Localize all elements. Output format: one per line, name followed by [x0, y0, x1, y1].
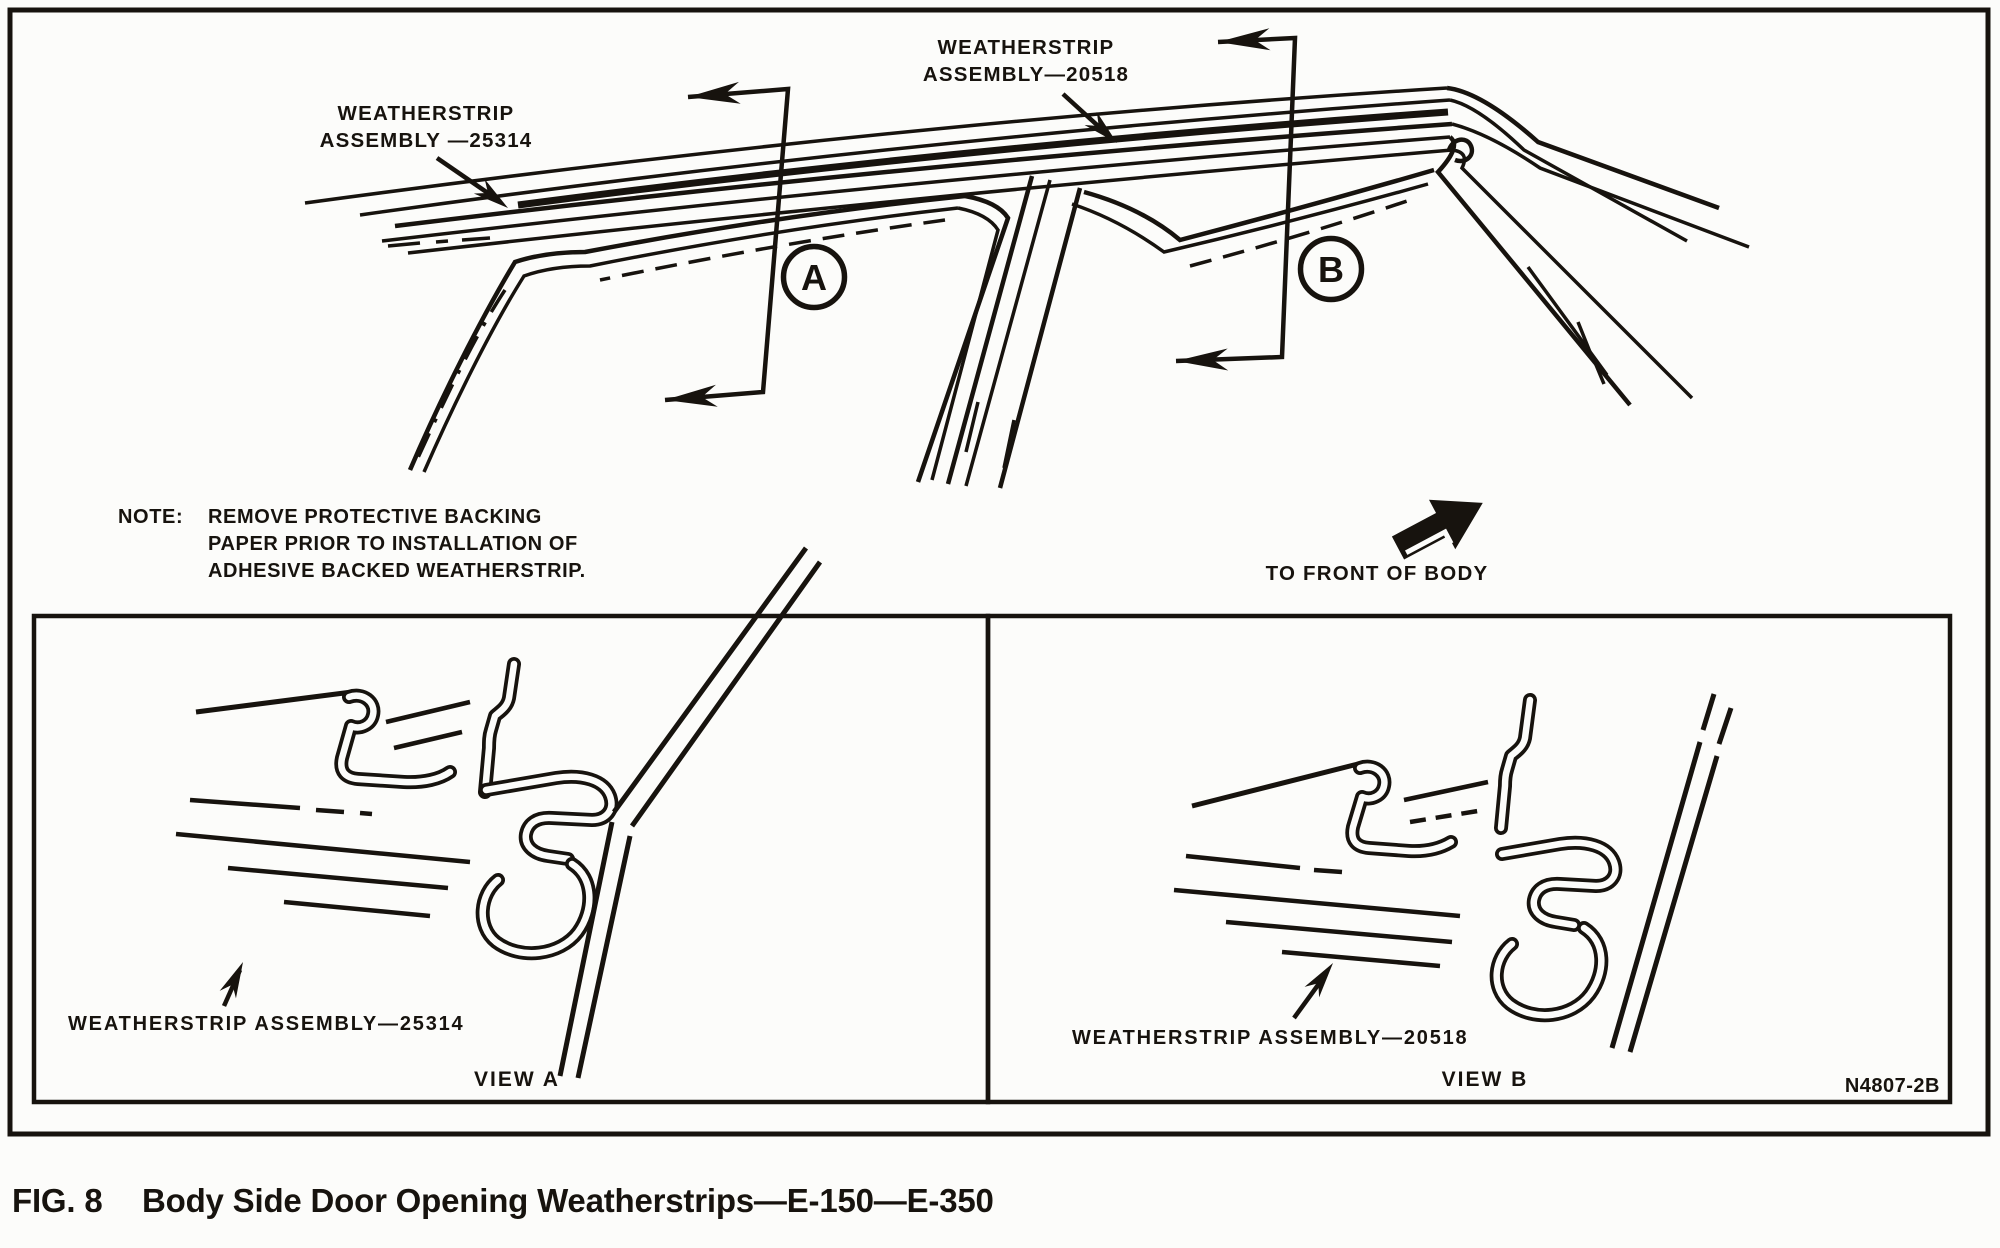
view-a-caption: VIEW A: [474, 1068, 560, 1091]
view-b-panel: [985, 613, 1953, 1105]
main-diagram: A B WEATHERSTRIP ASSEMBLY —25314 WEATHER…: [118, 28, 1750, 585]
figure-border: [7, 7, 1991, 1137]
weatherstrip-25314-label-line2: ASSEMBLY —25314: [320, 129, 533, 152]
figure-caption: FIG. 8 Body Side Door Opening Weatherstr…: [12, 1182, 994, 1219]
view-a-weatherstrip-label: WEATHERSTRIP ASSEMBLY—25314: [68, 1013, 464, 1035]
callout-weatherstrip-20518: WEATHERSTRIP ASSEMBLY—20518: [923, 36, 1129, 150]
view-b-section-drawing: WEATHERSTRIP ASSEMBLY—20518 VIEW B N4807…: [1072, 693, 1940, 1097]
note-line1: REMOVE PROTECTIVE BACKING: [208, 506, 542, 528]
figure-title: Body Side Door Opening Weatherstrips—E-1…: [142, 1182, 994, 1219]
figure-number: FIG. 8: [12, 1182, 103, 1219]
callout-weatherstrip-25314: WEATHERSTRIP ASSEMBLY —25314: [320, 102, 533, 216]
view-b-weatherstrip-label: WEATHERSTRIP ASSEMBLY—20518: [1072, 1027, 1468, 1049]
installation-note: NOTE: REMOVE PROTECTIVE BACKING PAPER PR…: [118, 506, 586, 582]
weatherstrip-25314-label-line1: WEATHERSTRIP: [338, 102, 515, 125]
front-door-opening: [407, 193, 966, 473]
weatherstrip-20518-line: [517, 108, 1449, 209]
note-line2: PAPER PRIOR TO INSTALLATION OF: [208, 533, 578, 555]
center-pillar: [915, 175, 1083, 489]
weatherstrip-20518-label-line1: WEATHERSTRIP: [938, 36, 1115, 59]
rear-door-opening: [1071, 167, 1435, 268]
front-of-body-label: TO FRONT OF BODY: [1266, 562, 1489, 585]
section-marker-a-circle: [780, 243, 848, 311]
note-prefix: NOTE:: [118, 506, 183, 528]
note-line3: ADHESIVE BACKED WEATHERSTRIP.: [208, 560, 586, 582]
view-b-caption: VIEW B: [1442, 1068, 1529, 1091]
section-line-b: B: [1175, 28, 1365, 372]
view-a-section-drawing: WEATHERSTRIP ASSEMBLY—25314 VIEW A: [68, 546, 823, 1091]
section-marker-b-circle: [1297, 235, 1365, 303]
rear-roof-corner: [1435, 85, 1750, 407]
weatherstrip-end-curl: [1446, 137, 1475, 164]
front-of-body-indicator: TO FRONT OF BODY: [1266, 499, 1489, 585]
front-direction-arrow-icon: [1391, 499, 1483, 560]
figure-part-number: N4807-2B: [1845, 1075, 1940, 1097]
section-line-a: A: [664, 81, 848, 411]
weatherstrip-20518-label-line2: ASSEMBLY—20518: [923, 63, 1129, 86]
section-marker-b-label: B: [1318, 249, 1344, 290]
section-marker-a-label: A: [801, 257, 827, 298]
